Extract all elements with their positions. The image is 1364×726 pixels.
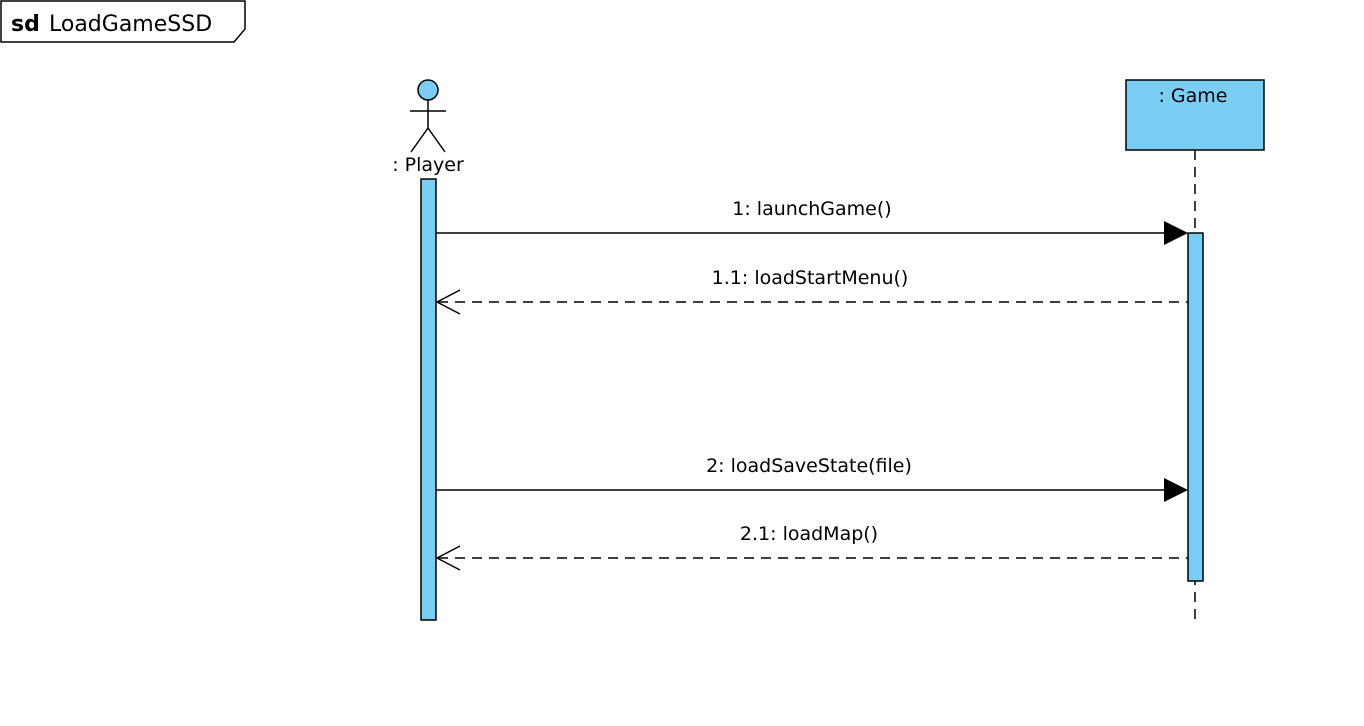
message-label: 1.1: loadStartMenu() xyxy=(712,267,909,289)
activation-bar-game[interactable] xyxy=(1187,232,1204,582)
lifeline-game-head[interactable] xyxy=(1125,79,1265,151)
reply-arrowhead-icon xyxy=(435,545,461,571)
message-load-save-state[interactable]: 2: loadSaveState(file) xyxy=(436,455,1188,502)
message-load-start-menu[interactable]: 1.1: loadStartMenu() xyxy=(435,267,1188,315)
message-label: 2.1: loadMap() xyxy=(740,523,878,545)
lifeline-player-label: : Player xyxy=(392,154,464,176)
activation-bar-player[interactable] xyxy=(420,178,437,621)
message-label: 2: loadSaveState(file) xyxy=(706,455,912,477)
lifeline-game-label: : Game xyxy=(1158,85,1227,107)
frame-tab xyxy=(0,0,246,43)
frame-keyword: sd xyxy=(11,12,40,37)
actor-icon xyxy=(410,79,446,153)
diagram-frame: sd LoadGameSSD xyxy=(0,0,246,43)
message-label: 1: launchGame() xyxy=(732,198,891,220)
message-load-map[interactable]: 2.1: loadMap() xyxy=(435,523,1188,571)
sync-arrowhead-icon xyxy=(1164,221,1188,245)
frame-title: LoadGameSSD xyxy=(49,12,212,37)
lifeline-game[interactable]: : Game xyxy=(1125,79,1265,622)
reply-arrowhead-icon xyxy=(435,289,461,315)
message-launch-game[interactable]: 1: launchGame() xyxy=(436,198,1188,245)
lifeline-player[interactable]: : Player xyxy=(392,79,464,621)
sync-arrowhead-icon xyxy=(1164,478,1188,502)
